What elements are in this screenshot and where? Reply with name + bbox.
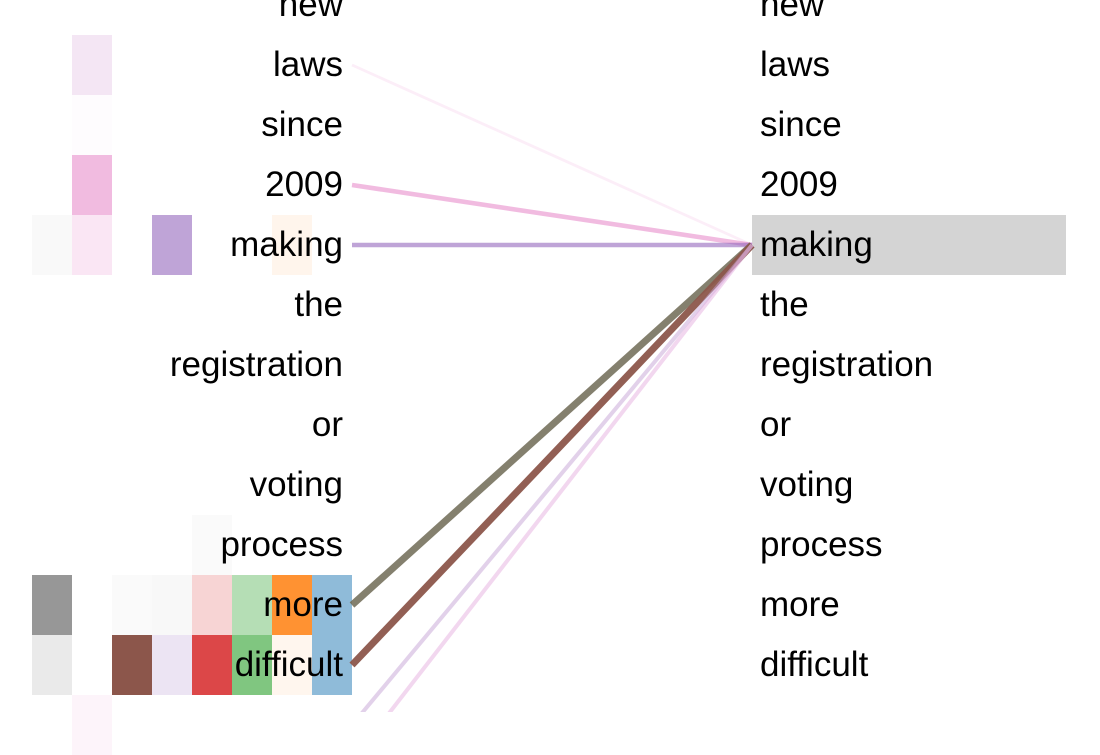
attention-link (349, 242, 755, 668)
heatmap-cell (32, 635, 72, 695)
attention-link (351, 63, 753, 247)
attention-link (387, 243, 754, 712)
target-token[interactable]: registration (760, 345, 934, 384)
target-token[interactable]: process (760, 525, 883, 564)
heatmap-cell (272, 575, 312, 635)
attention-visualization: new laws since 2009 making the registration or v… (32, 0, 1066, 755)
source-token[interactable]: the (294, 285, 343, 324)
heatmap-cell (312, 575, 352, 635)
source-token[interactable]: difficult (234, 645, 343, 684)
target-token[interactable]: more (760, 585, 840, 624)
heatmap-cell (152, 215, 192, 275)
source-token[interactable]: more (263, 585, 343, 624)
source-token[interactable]: process (220, 525, 343, 564)
attention-link (360, 243, 754, 712)
source-token[interactable]: registration (169, 345, 343, 384)
target-token[interactable]: difficult (760, 645, 869, 684)
heatmap-cell (72, 95, 112, 155)
source-token[interactable]: or (311, 405, 343, 444)
source-token[interactable]: making (230, 225, 343, 264)
attention-link (351, 182, 753, 248)
heatmap-cell (152, 575, 192, 635)
heatmap-cell (232, 575, 272, 635)
target-token[interactable]: 2009 (760, 165, 838, 204)
heatmap-cell (192, 635, 232, 695)
heatmap-cell (72, 215, 112, 275)
heatmap-cell (72, 155, 112, 215)
target-token[interactable]: or (760, 405, 792, 444)
target-token[interactable]: laws (760, 45, 831, 84)
heatmap-cell (272, 215, 312, 275)
attention-links (349, 63, 755, 712)
heatmap-cell (72, 35, 112, 95)
target-token[interactable]: new (760, 0, 825, 24)
heatmap-cell (32, 215, 72, 275)
heatmap-cell (312, 635, 352, 695)
heatmap-cell (112, 635, 152, 695)
heatmap-cell (152, 635, 192, 695)
target-token[interactable]: since (760, 105, 842, 144)
heatmap-cell (272, 635, 312, 695)
target-token[interactable]: voting (760, 465, 854, 504)
selected-token-highlight (752, 215, 1066, 275)
heatmap-cell (232, 635, 272, 695)
target-token[interactable]: making (760, 225, 873, 264)
source-token[interactable]: laws (272, 45, 343, 84)
target-token[interactable]: the (760, 285, 809, 324)
attention-link (349, 242, 755, 608)
source-token[interactable]: since (261, 105, 343, 144)
source-token[interactable]: voting (249, 465, 343, 504)
source-token[interactable]: new (278, 0, 343, 24)
heatmap-cell (32, 575, 72, 635)
source-token[interactable]: 2009 (265, 165, 343, 204)
heatmap-cell (192, 575, 232, 635)
